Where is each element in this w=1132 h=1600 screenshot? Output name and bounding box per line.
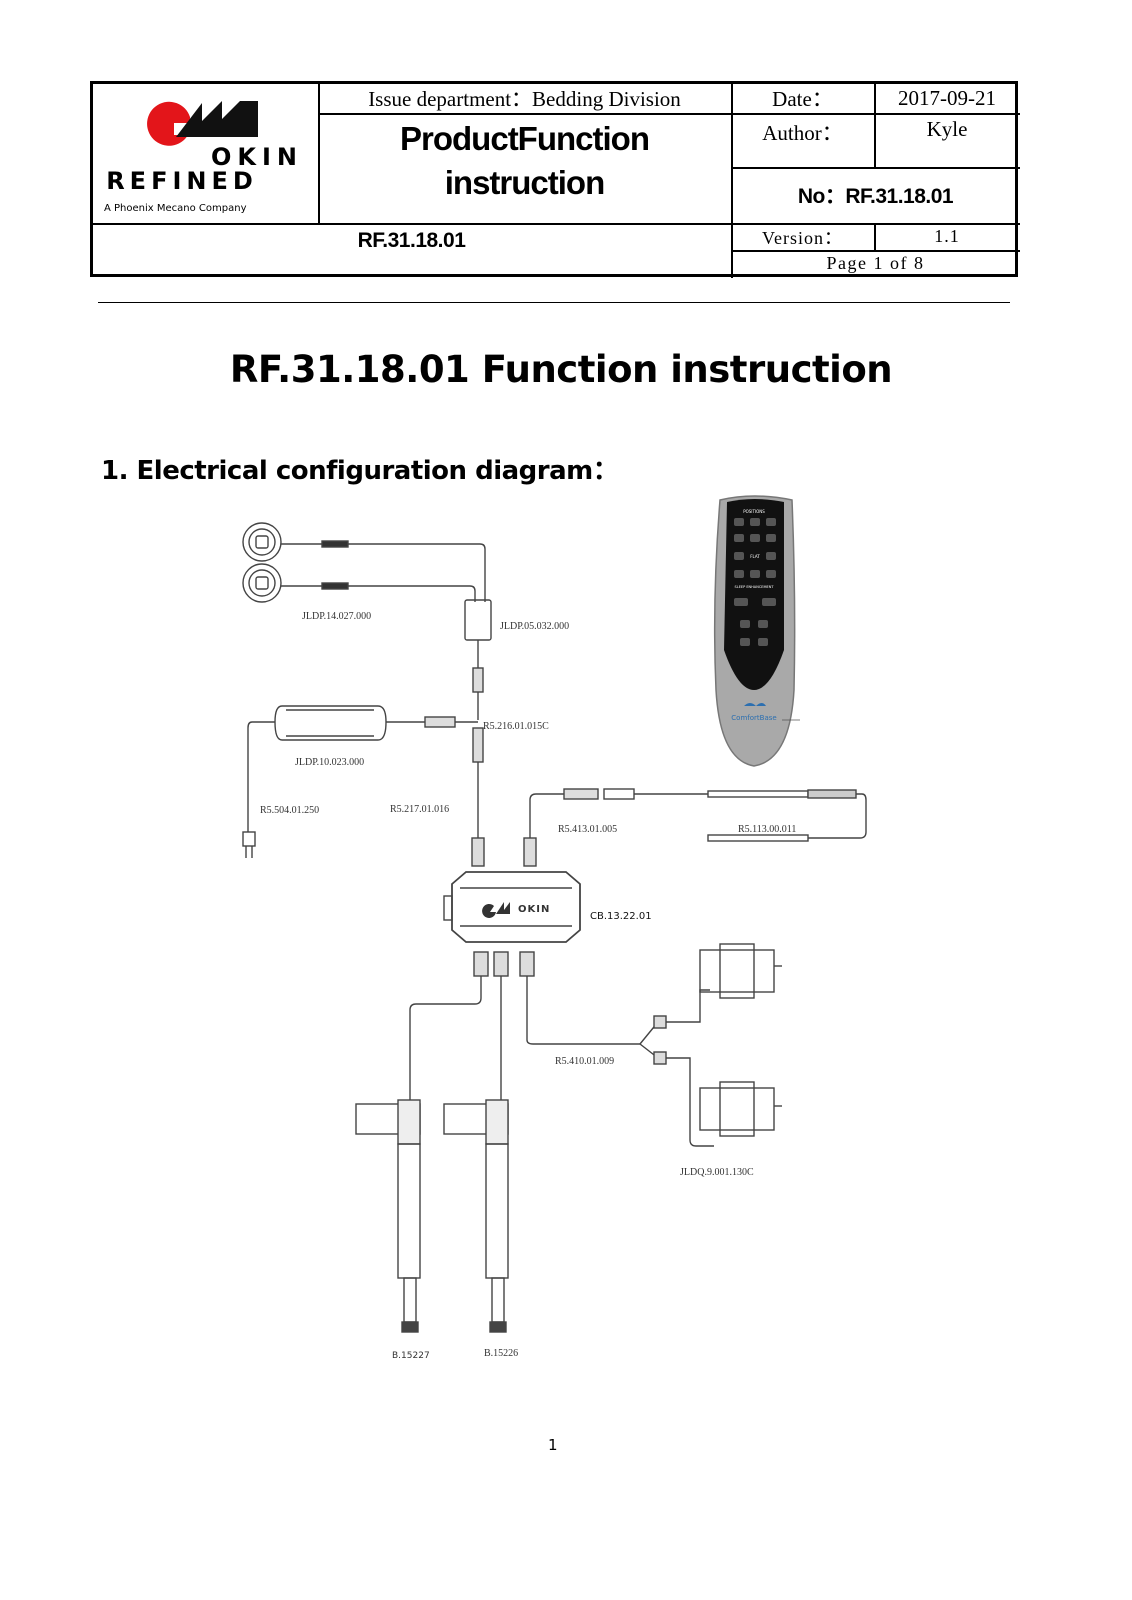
author-value: Kyle [926,117,968,141]
okin-logo: OKIN REFINED A Phoenix Mecano Company [104,101,303,214]
doc-number: No：RF.31.18.01 [797,185,954,208]
doc-title-cell: ProductFunction instruction [318,113,733,225]
label-remote-cable: R5.413.01.005 [558,824,617,835]
button-switch-2 [242,563,282,603]
actuator-1 [355,1090,421,1333]
header-table: OKIN REFINED A Phoenix Mecano Company Is… [90,81,1020,278]
label-dc-cable: R5.217.01.016 [390,804,449,815]
remote-sleep-label: SLEEP ENHANCEMENT [735,585,775,589]
doc-number-cell: No：RF.31.18.01 [731,167,1020,225]
label-massage-motor: JLDQ.9.001.130C [680,1167,754,1178]
date-label-cell: Date： [731,83,876,115]
label-light-strip: R5.113.00.011 [738,824,796,835]
light-strip [707,789,867,842]
massage-motor-1 [699,943,782,999]
model-cell: RF.31.18.01 [92,223,733,278]
remote-control: POSITIONS FLAT SLEEP ENHANCEMENT Comfort… [713,495,800,767]
header-rule [98,302,1010,303]
switch-box [464,599,492,641]
model-number: RF.31.18.01 [357,229,466,252]
author-label-cell: Author： [731,113,876,169]
date-label: Date： [772,87,833,111]
logo-red-mark [147,101,190,146]
author-value-cell: Kyle [874,113,1020,169]
page-info-cell: Page 1 of 8 [731,250,1020,277]
control-box-brand: OKIN [518,904,550,915]
page-info: Page 1 of 8 [826,253,925,273]
version-label: Version： [762,227,843,248]
author-label: Author： [762,121,843,145]
label-power-cord: R5.504.01.250 [260,805,319,816]
logo-okin: OKIN [211,143,303,171]
label-actuator-2: B.15226 [484,1348,518,1359]
doc-title-line2: instruction [444,164,605,201]
page-title: RF.31.18.01 Function instruction [229,348,893,391]
section-heading: 1. Electrical configuration diagram： [101,456,619,486]
issue-department-cell: Issue department：Bedding Division [318,83,733,115]
logo-black-mark [176,101,258,137]
control-box [443,871,581,943]
remote-flat-label: FLAT [750,554,760,559]
logo-cell: OKIN REFINED A Phoenix Mecano Company [92,83,320,225]
date-value: 2017-09-21 [898,85,996,110]
electrical-diagram: POSITIONS FLAT SLEEP ENHANCEMENT Comfort… [242,495,867,1361]
label-power-supply: JLDP.10.023.000 [295,757,364,768]
label-actuator-1: B.15227 [392,1351,430,1361]
doc-title-line1: ProductFunction [400,120,650,157]
label-control-box: CB.13.22.01 [590,911,652,922]
version-value-cell: 1.1 [874,223,1020,252]
logo-tagline: A Phoenix Mecano Company [104,203,247,214]
power-plug [242,831,256,858]
issue-department: Issue department：Bedding Division [368,87,681,111]
page-number: 1 [548,1436,558,1454]
button-switch-1 [242,522,282,562]
control-box-logo: OKIN [482,902,550,918]
remote-brand: ComfortBase [731,714,776,722]
logo-refined: REFINED [106,167,258,195]
remote-positions-label: POSITIONS [743,509,765,514]
label-switch-box: JLDP.05.032.000 [500,621,569,632]
label-massage-cable: R5.410.01.009 [555,1056,614,1067]
power-supply [274,705,387,741]
version-value: 1.1 [934,226,960,246]
actuator-2 [443,1090,509,1333]
label-button-switch: JLDP.14.027.000 [302,611,371,622]
version-label-cell: Version： [731,223,876,252]
massage-motor-2 [699,1081,782,1137]
date-value-cell: 2017-09-21 [874,83,1020,115]
label-cable-y: R5.216.01.015C [483,721,549,732]
